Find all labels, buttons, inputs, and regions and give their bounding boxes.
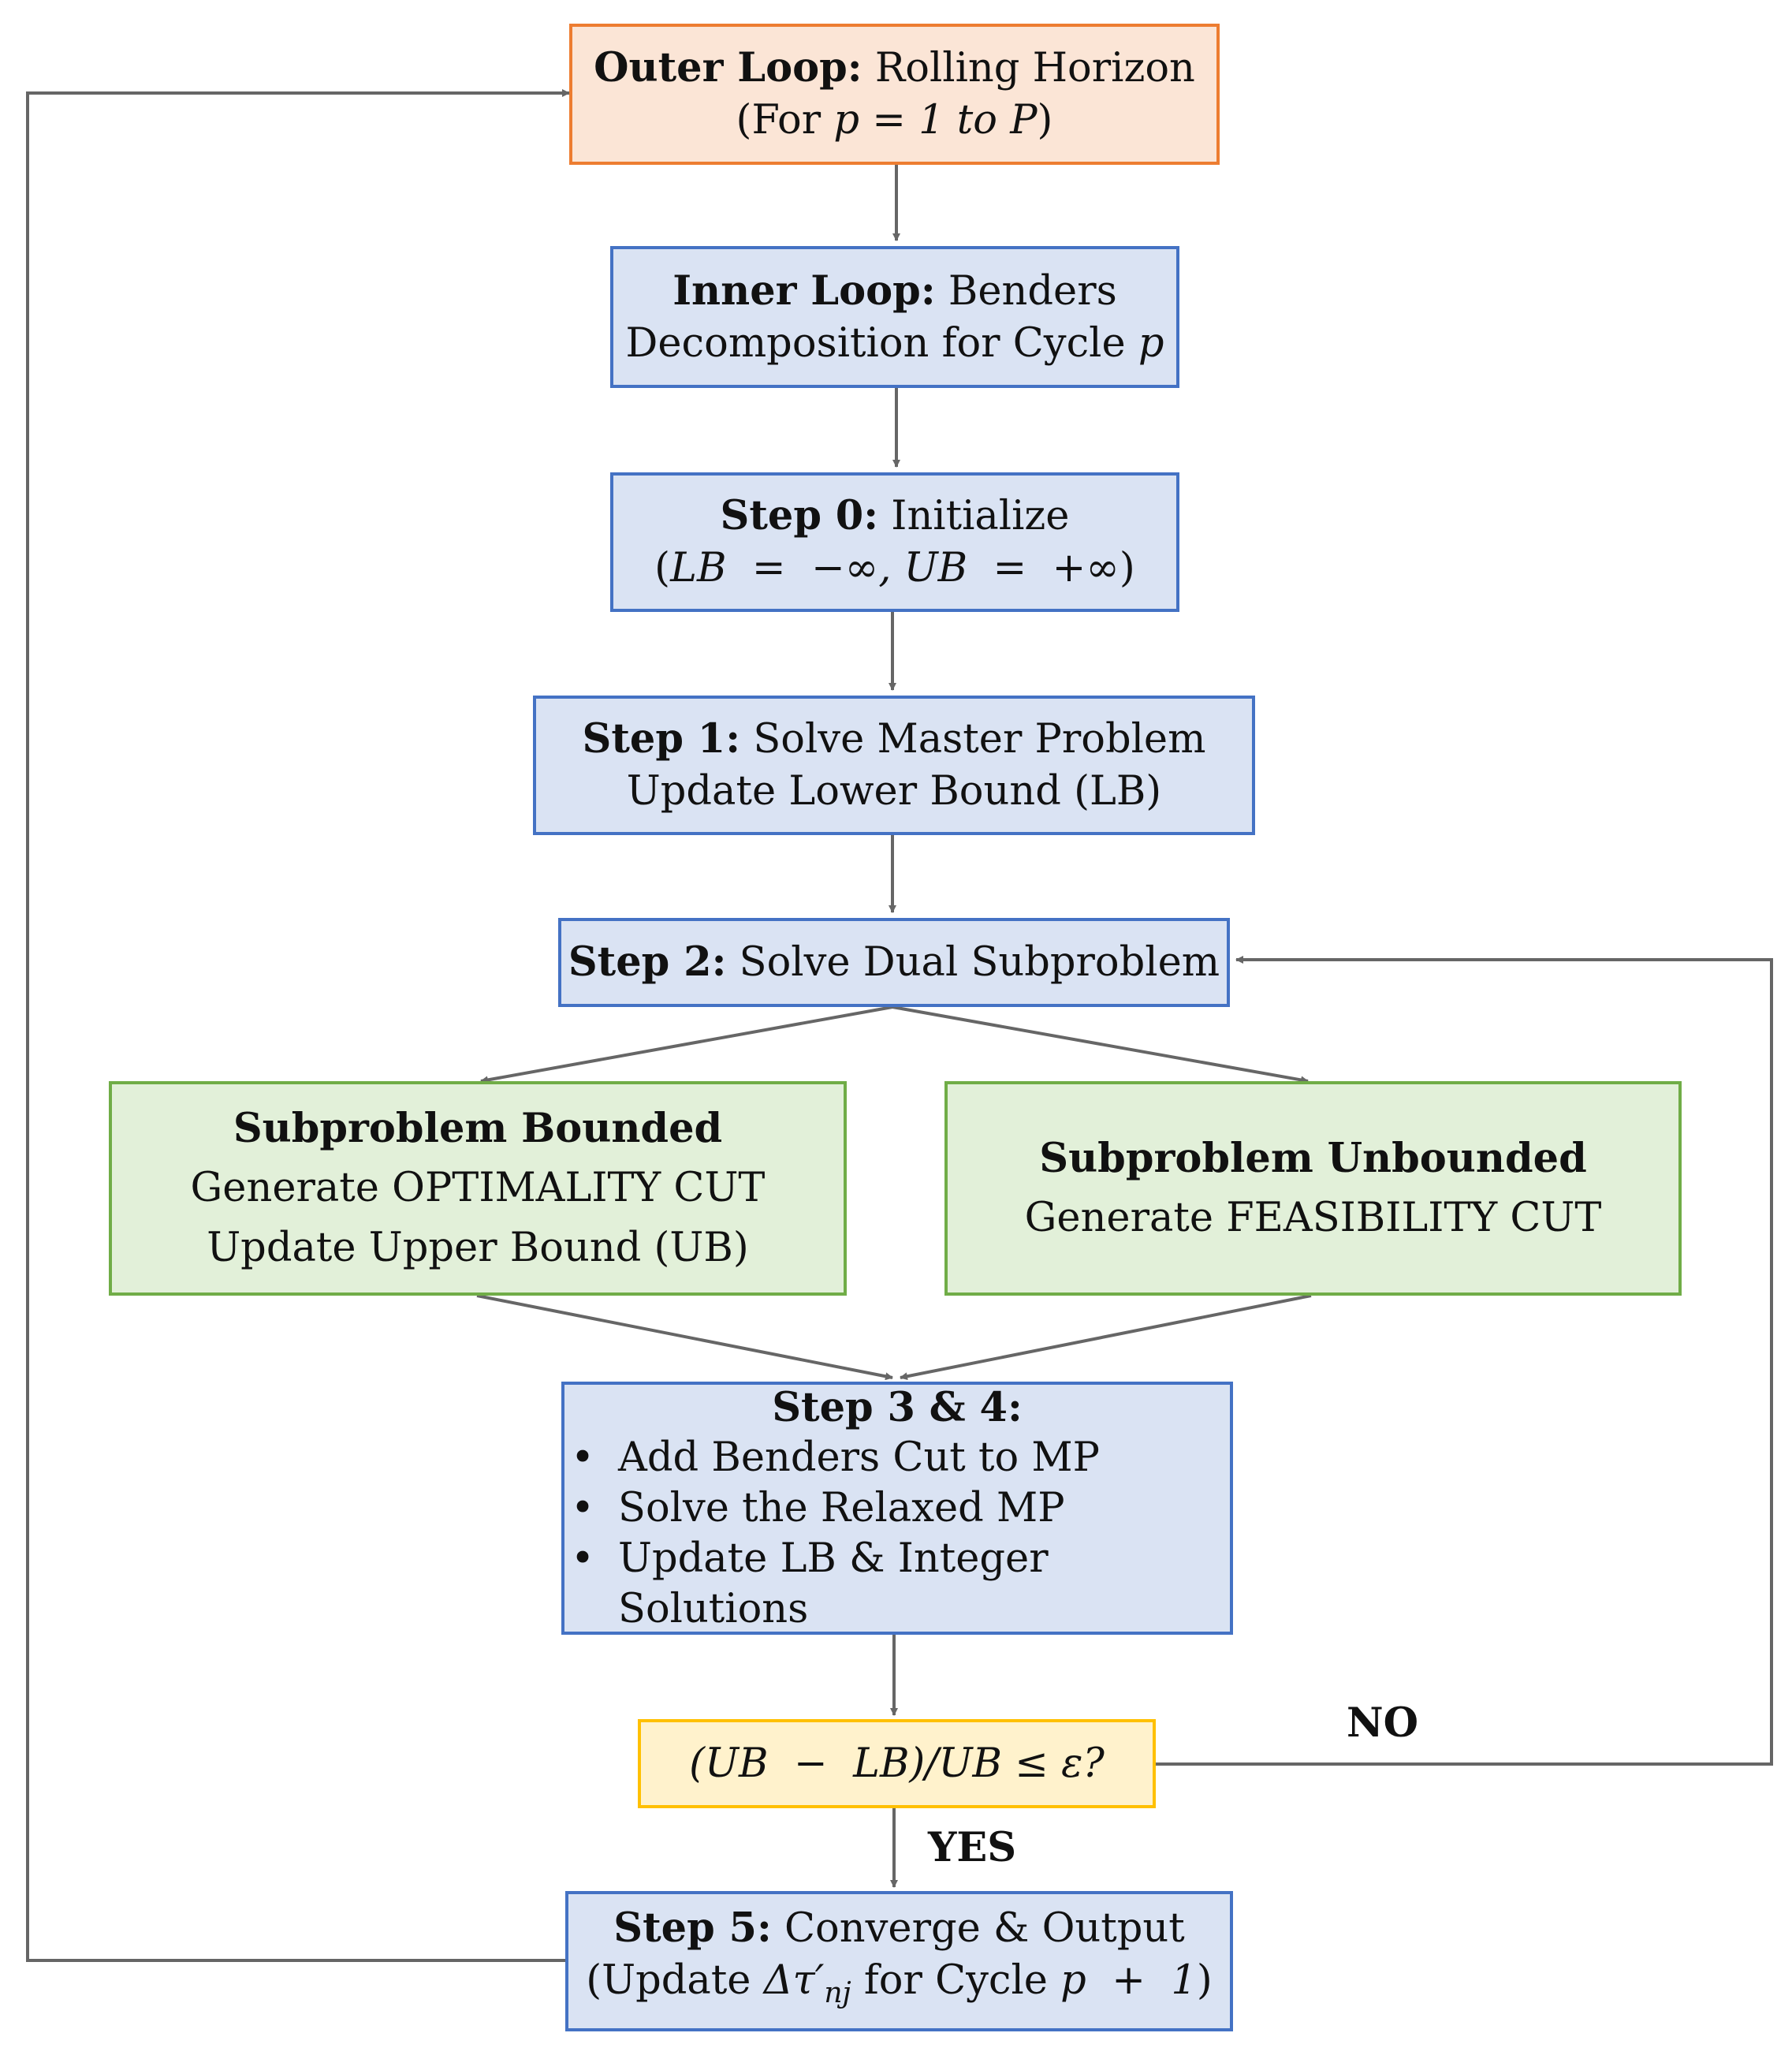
inner-loop-box: Inner Loop: Benders Decomposition for Cy… <box>610 246 1179 388</box>
yes-label: YES <box>928 1824 1017 1871</box>
outer-loop-text: Rolling Horizon <box>874 45 1195 91</box>
arrow-unbounded-to-step34 <box>900 1294 1312 1381</box>
step5-title: Step 5: <box>613 1904 772 1953</box>
step1-title: Step 1: <box>582 715 741 763</box>
arrow-bounded-to-step34 <box>476 1294 893 1381</box>
step1-line1: Step 1: Solve Master Problem <box>582 715 1206 763</box>
convergence-check-text: (UB − LB)/UB ≤ ε? <box>689 1740 1105 1787</box>
step5-box: Step 5: Converge & Output (Update Δτ′nj … <box>565 1891 1233 2031</box>
unbounded-box: Subproblem Unbounded Generate FEASIBILIT… <box>944 1081 1682 1296</box>
step0-title: Step 0: <box>720 492 879 539</box>
no-label: NO <box>1347 1699 1419 1747</box>
step34-list: Add Benders Cut to MP Solve the Relaxed … <box>564 1433 1230 1635</box>
step0-line2: (LB = −∞, UB = +∞) <box>654 545 1135 591</box>
convergence-check-box: (UB − LB)/UB ≤ ε? <box>638 1719 1156 1808</box>
loop-step5-back-to-outer <box>26 89 570 1962</box>
arrow-step2-to-unbounded <box>892 1005 1309 1084</box>
loop-no-back-to-step2 <box>1156 956 1773 1766</box>
inner-loop-line2: Decomposition for Cycle p <box>625 319 1164 367</box>
inner-loop-line1: Inner Loop: Benders <box>672 267 1117 315</box>
bounded-line3: Update Upper Bound (UB) <box>207 1225 749 1271</box>
bounded-title: Subproblem Bounded <box>233 1105 723 1152</box>
bounded-box: Subproblem Bounded Generate OPTIMALITY C… <box>109 1081 847 1296</box>
outer-loop-line1: Outer Loop: Rolling Horizon <box>594 42 1195 95</box>
bounded-line2: Generate OPTIMALITY CUT <box>190 1165 766 1211</box>
step34-title: Step 3 & 4: <box>772 1383 1023 1431</box>
unbounded-title: Subproblem Unbounded <box>1039 1135 1587 1182</box>
arrow-step2-to-bounded <box>480 1005 893 1084</box>
step5-line2: (Update Δτ′nj for Cycle p + 1) <box>586 1957 1213 2010</box>
step34-item: Solve the Relaxed MP <box>564 1483 1230 1534</box>
step34-item: Add Benders Cut to MP <box>564 1433 1230 1483</box>
outer-loop-title: Outer Loop: <box>594 44 862 91</box>
step0-box: Step 0: Initialize (LB = −∞, UB = +∞) <box>610 472 1179 612</box>
step1-box: Step 1: Solve Master Problem Update Lowe… <box>533 696 1255 835</box>
outer-loop-line2: (For p = 1 to P) <box>736 97 1053 144</box>
step0-line1: Step 0: Initialize <box>720 492 1070 539</box>
step2-box: Step 2: Solve Dual Subproblem <box>558 918 1230 1007</box>
unbounded-line2: Generate FEASIBILITY CUT <box>1024 1195 1602 1241</box>
step34-item: Update LB & Integer Solutions <box>564 1534 1230 1635</box>
outer-loop-range: p = 1 to P <box>833 97 1038 144</box>
step1-line2: Update Lower Bound (LB) <box>626 768 1162 815</box>
step5-line1: Step 5: Converge & Output <box>613 1904 1185 1953</box>
step34-box: Step 3 & 4: Add Benders Cut to MP Solve … <box>561 1382 1233 1635</box>
step2-line1: Step 2: Solve Dual Subproblem <box>568 938 1220 986</box>
step2-title: Step 2: <box>568 938 727 986</box>
outer-loop-box: Outer Loop: Rolling Horizon (For p = 1 t… <box>569 24 1220 165</box>
inner-loop-title: Inner Loop: <box>672 267 936 315</box>
